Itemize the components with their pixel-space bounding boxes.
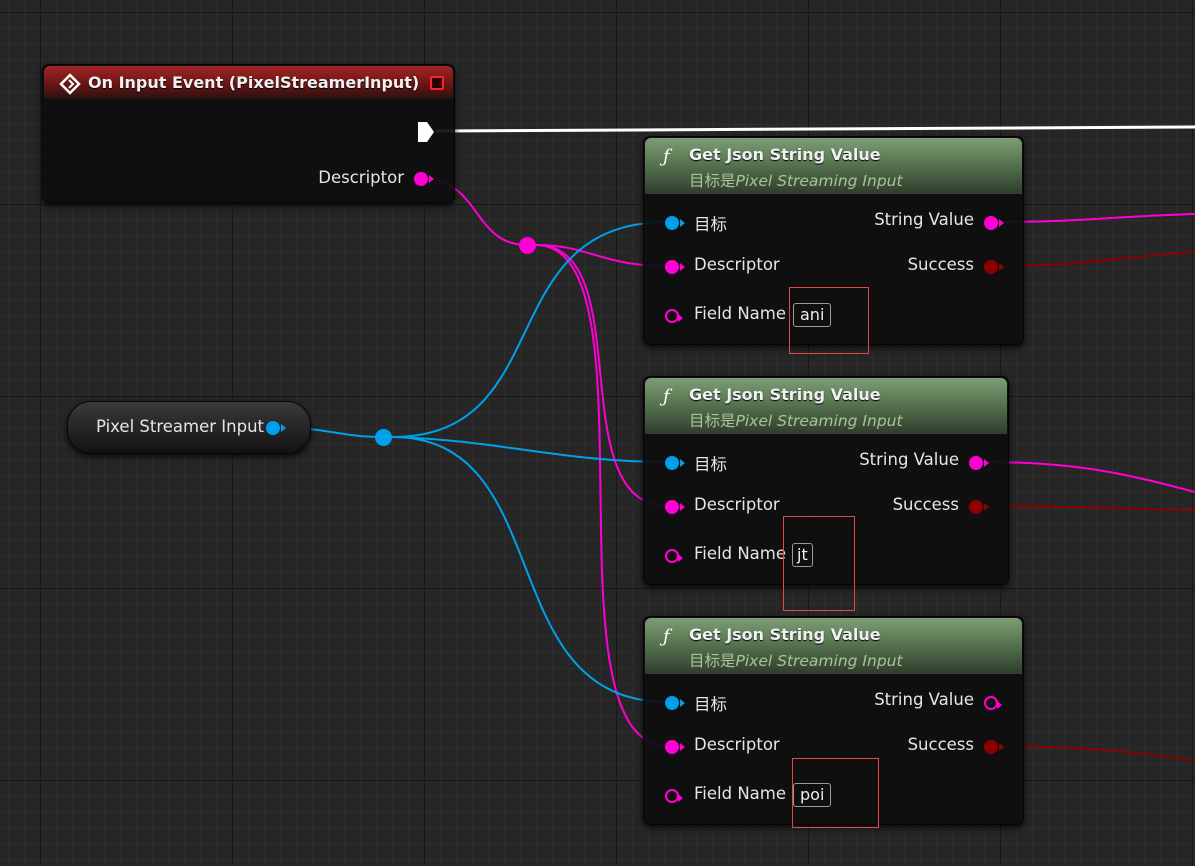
- string-out-wire-1: [999, 213, 1195, 223]
- event-node-header: On Input Event (PixelStreamerInput): [44, 66, 453, 99]
- success-output-label: Success: [907, 255, 974, 274]
- field-name-input-pin[interactable]: [665, 789, 683, 803]
- reroute-descriptor[interactable]: [519, 237, 536, 254]
- function-node-subtitle: 目标是Pixel Streaming Input: [689, 652, 903, 670]
- field-name-input[interactable]: poi: [793, 783, 832, 807]
- target-input-label: 目标: [694, 455, 727, 474]
- success-output-label: Success: [892, 495, 959, 514]
- function-icon: ƒ: [663, 626, 670, 647]
- target-input-pin[interactable]: [665, 456, 685, 470]
- function-icon: ƒ: [663, 146, 670, 167]
- field-name-input-pin[interactable]: [665, 549, 683, 563]
- on-input-event-node[interactable]: On Input Event (PixelStreamerInput) Desc…: [42, 64, 455, 203]
- success-out-wire-1: [997, 251, 1195, 267]
- success-out-wire-3: [997, 745, 1195, 761]
- field-name-label: Field Name: [694, 784, 787, 803]
- function-node-title: Get Json String Value: [689, 625, 881, 644]
- event-diamond-icon: [59, 73, 81, 95]
- success-output-label: Success: [907, 735, 974, 754]
- target-input-label: 目标: [694, 215, 727, 234]
- target-input-pin[interactable]: [665, 696, 685, 710]
- exec-out-pin[interactable]: [416, 121, 436, 143]
- string-value-output-pin[interactable]: [969, 456, 989, 470]
- field-name-label: Field Name: [694, 544, 787, 563]
- get-json-string-value-node-3[interactable]: ƒ Get Json String Value 目标是Pixel Streami…: [643, 616, 1024, 825]
- target-input-label: 目标: [694, 695, 727, 714]
- descriptor-output-label: Descriptor: [318, 168, 404, 187]
- field-name-label: Field Name: [694, 304, 787, 323]
- field-name-input[interactable]: ani: [793, 303, 832, 327]
- field-name-input[interactable]: jt: [792, 543, 813, 567]
- function-icon: ƒ: [663, 386, 670, 407]
- pixel-streamer-input-variable[interactable]: Pixel Streamer Input: [67, 401, 311, 454]
- string-value-output-label: String Value: [874, 690, 974, 709]
- string-value-output-pin[interactable]: [984, 696, 1002, 710]
- descriptor-input-label: Descriptor: [694, 735, 780, 754]
- variable-label: Pixel Streamer Input: [96, 417, 265, 436]
- function-node-subtitle: 目标是Pixel Streaming Input: [689, 172, 903, 190]
- success-output-pin[interactable]: [969, 500, 989, 514]
- descriptor-output-pin[interactable]: [414, 172, 434, 186]
- string-out-wire-2: [984, 461, 1195, 493]
- get-json-string-value-node-2[interactable]: ƒ Get Json String Value 目标是Pixel Streami…: [643, 376, 1009, 585]
- descriptor-input-label: Descriptor: [694, 495, 780, 514]
- string-value-output-label: String Value: [874, 210, 974, 229]
- function-node-subtitle: 目标是Pixel Streaming Input: [689, 412, 903, 430]
- field-name-input-pin[interactable]: [665, 309, 683, 323]
- target-wire-1: [391, 221, 669, 438]
- target-input-pin[interactable]: [665, 216, 685, 230]
- success-out-wire-2: [982, 505, 1195, 511]
- delegate-pin-icon[interactable]: [430, 76, 444, 90]
- function-node-header: ƒ Get Json String Value 目标是Pixel Streami…: [645, 378, 1007, 434]
- descriptor-input-pin[interactable]: [665, 740, 685, 754]
- descriptor-input-pin[interactable]: [665, 500, 685, 514]
- descriptor-input-label: Descriptor: [694, 255, 780, 274]
- string-value-output-pin[interactable]: [984, 216, 1004, 230]
- function-node-header: ƒ Get Json String Value 目标是Pixel Streami…: [645, 618, 1022, 674]
- function-node-header: ƒ Get Json String Value 目标是Pixel Streami…: [645, 138, 1022, 194]
- exec-wire: [435, 125, 1195, 133]
- success-output-pin[interactable]: [984, 260, 1004, 274]
- string-value-output-label: String Value: [859, 450, 959, 469]
- variable-output-pin[interactable]: [266, 421, 286, 435]
- get-json-string-value-node-1[interactable]: ƒ Get Json String Value 目标是Pixel Streami…: [643, 136, 1024, 345]
- target-wire-3: [391, 436, 669, 703]
- function-node-title: Get Json String Value: [689, 385, 881, 404]
- target-wire-2: [391, 436, 669, 463]
- descriptor-input-pin[interactable]: [665, 260, 685, 274]
- success-output-pin[interactable]: [984, 740, 1004, 754]
- function-node-title: Get Json String Value: [689, 145, 881, 164]
- event-node-title: On Input Event (PixelStreamerInput): [88, 73, 420, 92]
- reroute-target[interactable]: [375, 429, 392, 446]
